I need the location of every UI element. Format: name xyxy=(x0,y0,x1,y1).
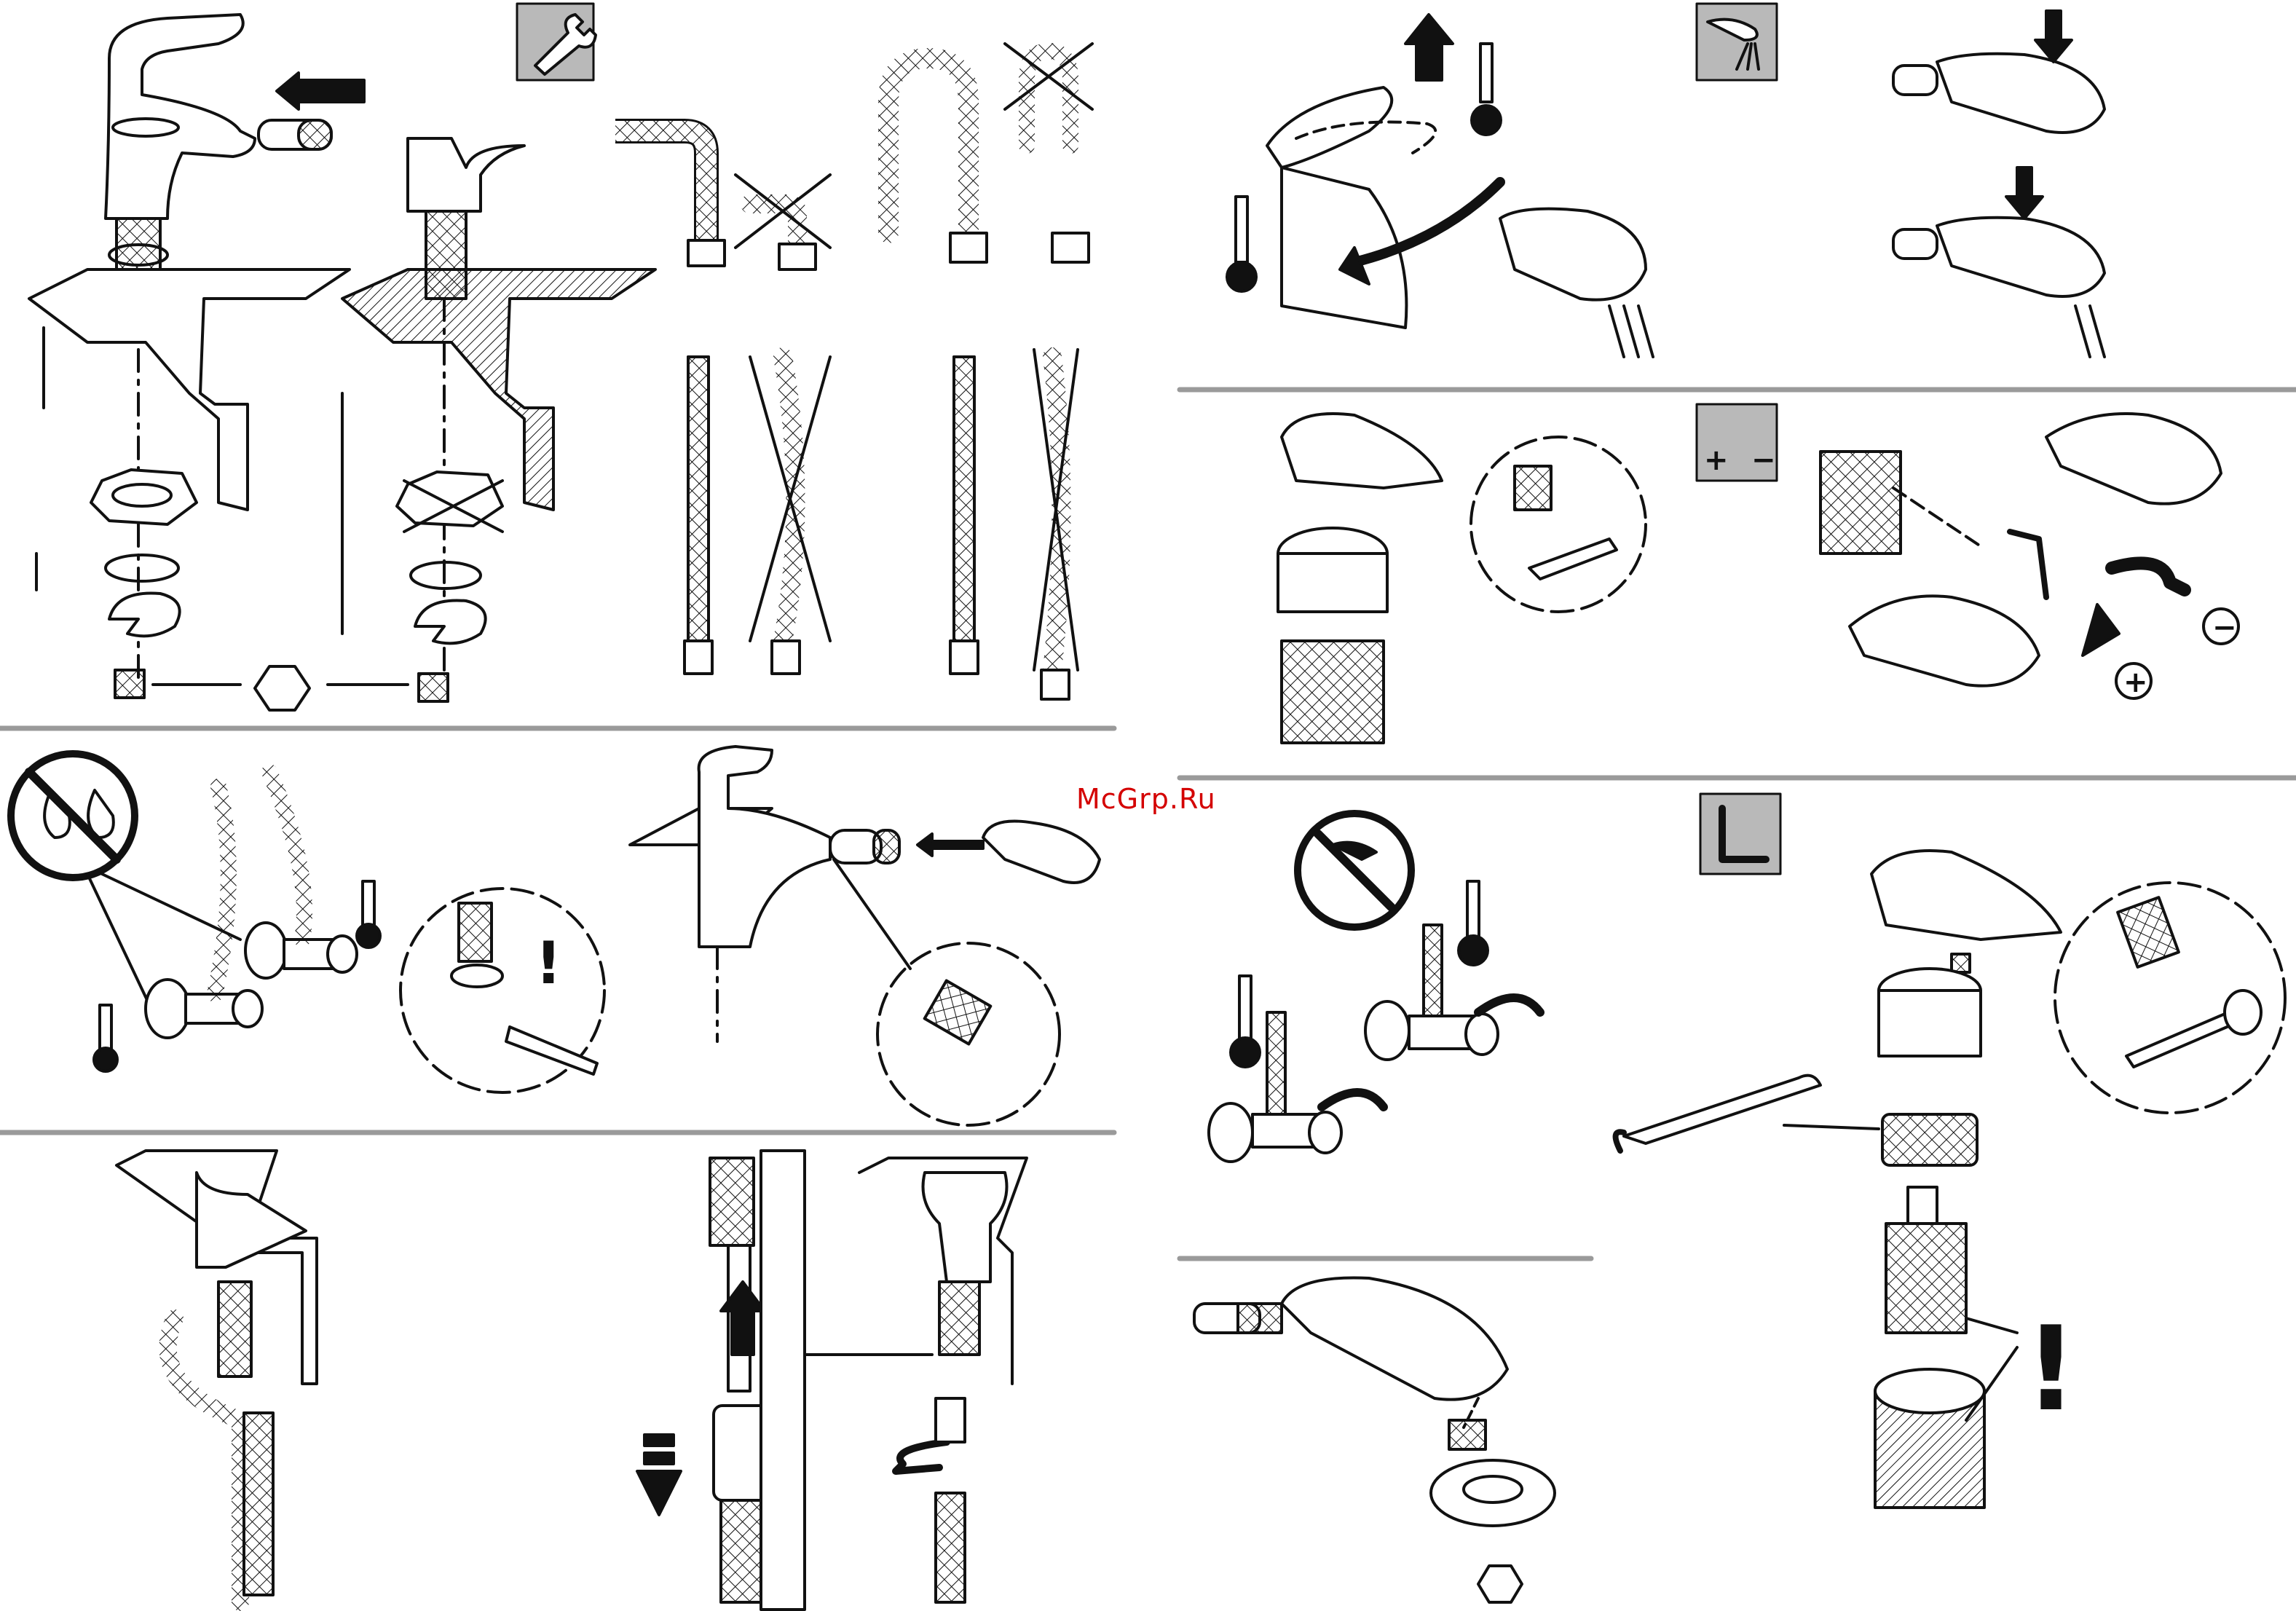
svg-text:+: + xyxy=(1704,444,1729,477)
detail-circle-hose-clip xyxy=(877,943,1060,1125)
hose-cross-loop xyxy=(1005,44,1092,262)
hose-ok xyxy=(615,131,725,266)
hose-cross-kinked xyxy=(735,175,830,269)
no-spray-icon xyxy=(1298,814,1411,927)
spray-mode-icon xyxy=(1697,4,1777,80)
open-end-spanner xyxy=(1624,1076,1820,1143)
handspray-jet xyxy=(1893,11,2104,133)
panel-hose-rules xyxy=(615,44,1092,699)
plus-minus-icon: + − xyxy=(1697,404,1777,481)
arrow-down-dashed-icon xyxy=(637,1435,681,1515)
hose-cross-twisted xyxy=(750,357,830,674)
svg-text:−: − xyxy=(2212,611,2237,645)
panel-flow-adjust: + − − + xyxy=(1278,404,2238,743)
lever-icon xyxy=(1267,87,1435,328)
faucet-body-3 xyxy=(699,747,830,947)
rotate-arrow-large xyxy=(2112,563,2185,590)
rotate-arrow-icon xyxy=(896,1442,947,1471)
svg-text:−: − xyxy=(1751,444,1776,477)
minus-sign-badge: − xyxy=(2204,609,2238,645)
hose-connector-detail xyxy=(637,1151,805,1610)
angle-valve-cold-2 xyxy=(1209,1012,1384,1162)
faucet-body-2 xyxy=(408,138,524,677)
handspray-3 xyxy=(2046,414,2221,504)
panel-water-supply: ! xyxy=(11,754,604,1092)
hose-ok-straight xyxy=(685,357,712,674)
panel-aerator xyxy=(1194,1277,1555,1602)
panel-cartridge-replace: ! xyxy=(1616,794,2285,1508)
panel-flush xyxy=(1209,814,1540,1162)
no-water-droplets-icon xyxy=(11,754,135,878)
hose-ok-loop xyxy=(888,58,987,262)
angle-valve-hot xyxy=(245,772,357,978)
mounting-plate-2 xyxy=(397,472,502,526)
handspray-icon xyxy=(983,822,1100,883)
hose-ok-straight-2 xyxy=(950,357,978,674)
handspray-2 xyxy=(1500,209,1646,300)
warning-exclamation-2: ! xyxy=(2024,1301,2078,1437)
lever-3 xyxy=(1871,851,2061,940)
warning-exclamation: ! xyxy=(535,929,561,997)
nut-2 xyxy=(419,674,448,701)
panel-temperature-limit xyxy=(1227,15,1653,357)
hex-nut-icon xyxy=(255,666,309,710)
panel-install xyxy=(29,4,655,710)
faucet-body-1 xyxy=(106,15,364,677)
thermometer-hot-3 xyxy=(1459,881,1488,965)
detail-circle-grub-screw-2 xyxy=(2055,883,2285,1113)
hex-key-icon xyxy=(1700,794,1780,874)
handspray-shower xyxy=(1893,168,2104,357)
thermometer-cold-2 xyxy=(1227,197,1256,291)
thermometer-hot-1 xyxy=(357,881,380,948)
watermark: McGrp.Ru xyxy=(1076,783,1216,815)
arrow-left-icon xyxy=(277,73,364,109)
angle-valve-hot-2 xyxy=(1365,925,1540,1060)
thermometer-cold-1 xyxy=(94,1005,117,1071)
lever-2 xyxy=(1282,414,1442,488)
panel-spray-switch xyxy=(1697,4,2104,357)
wrench-icon xyxy=(517,4,596,80)
panel-connect-spray xyxy=(630,747,1100,1125)
plus-sign-badge: + xyxy=(2116,663,2151,699)
horseshoe-washer-1 xyxy=(109,593,180,636)
arrow-up-icon-2 xyxy=(1405,15,1453,80)
detail-circle-connection: ! xyxy=(401,889,604,1092)
thermometer-hot-2 xyxy=(1472,44,1501,135)
angle-valve-cold xyxy=(146,787,262,1038)
countertop-2 xyxy=(342,269,655,510)
panel-hose-guide xyxy=(117,1151,1027,1610)
hex-nut-icon-2 xyxy=(1478,1566,1522,1602)
handspray-4 xyxy=(1850,596,2039,685)
svg-text:+: + xyxy=(2123,666,2148,699)
hose-cross-taut xyxy=(1034,350,1078,699)
handspray-5 xyxy=(1282,1277,1507,1399)
thermometer-cold-3 xyxy=(1231,976,1260,1067)
mounting-plate-1 xyxy=(91,470,197,524)
washer-1 xyxy=(106,555,178,581)
detail-circle-grub-screw xyxy=(1471,437,1646,612)
countertop-1 xyxy=(29,269,350,510)
nut-1 xyxy=(115,670,144,698)
